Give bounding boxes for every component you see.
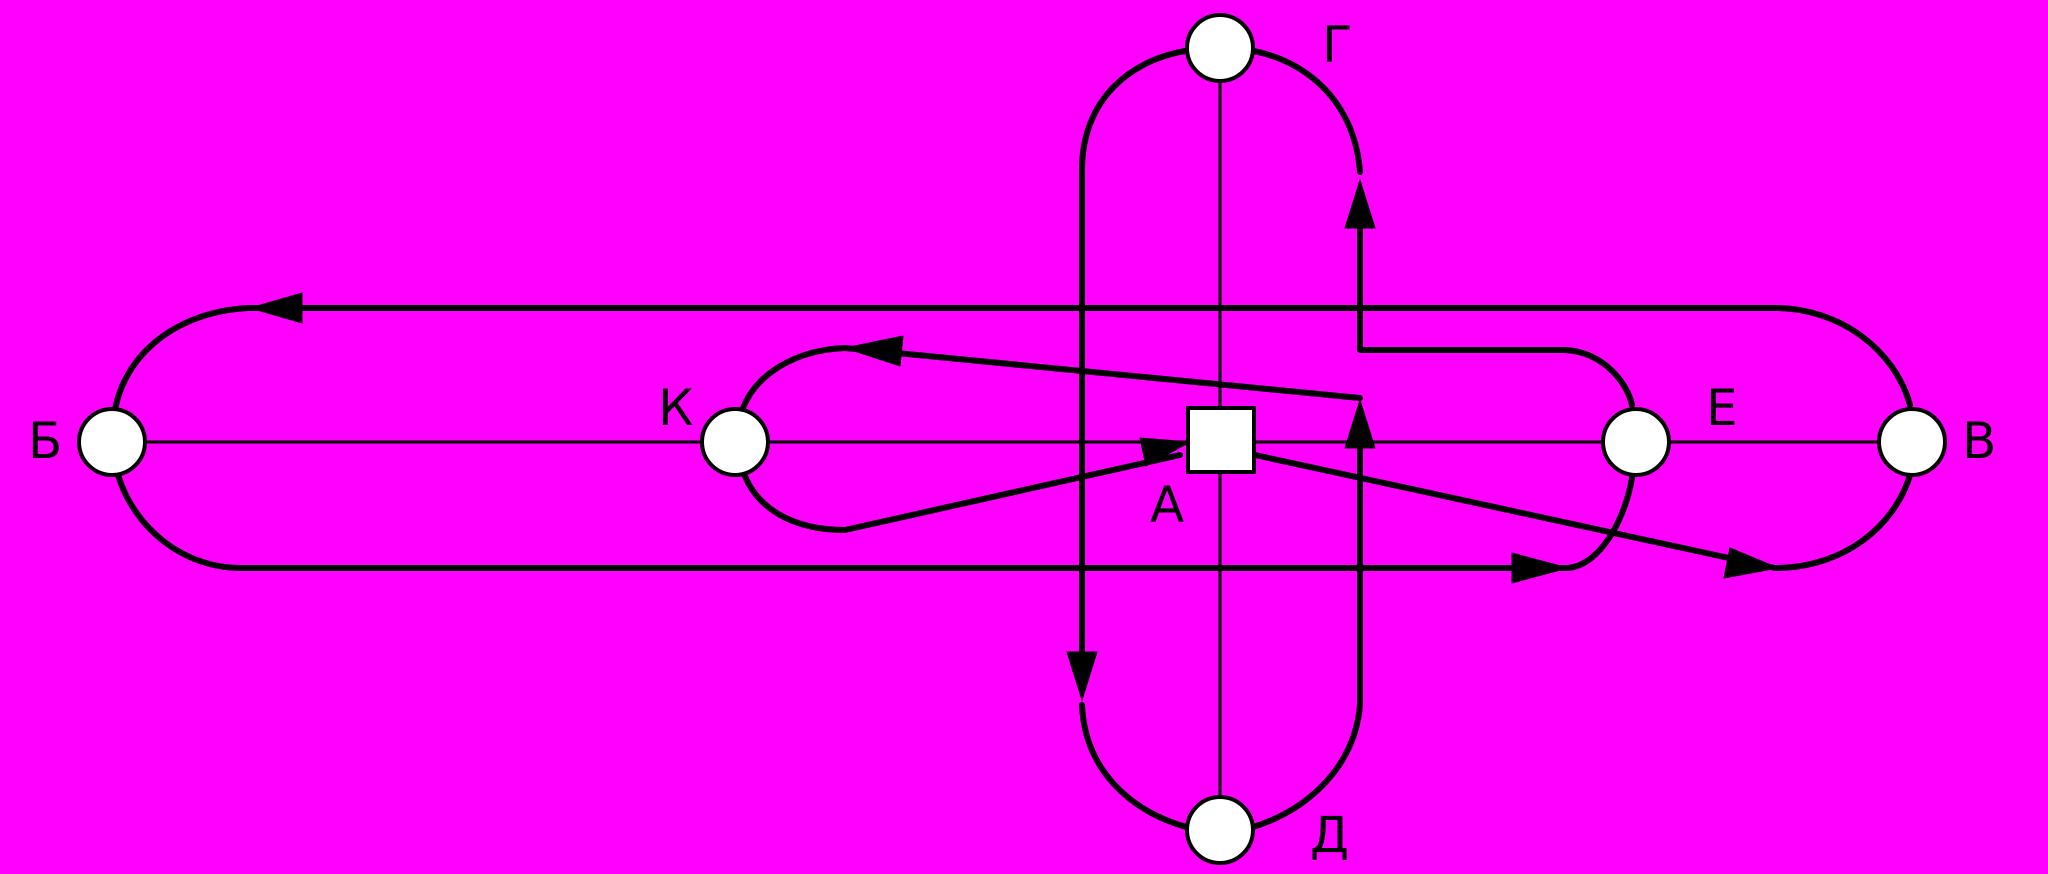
- route-d-loop: [1079, 437, 1363, 831]
- route-a-v: [1252, 452, 1913, 571]
- route-outer-bottom-e: [1565, 475, 1635, 571]
- node-a: [1186, 406, 1256, 474]
- arrowhead-up-g: [1344, 178, 1376, 229]
- label-e: Е: [1706, 379, 1738, 437]
- arrowhead-up-center: [1344, 398, 1376, 449]
- route-inner-bottom: [739, 452, 1183, 533]
- node-v: [1877, 407, 1947, 477]
- node-b: [77, 407, 147, 477]
- route-inner-top: [737, 345, 1363, 423]
- label-d: Д: [1310, 806, 1349, 864]
- node-e: [1601, 407, 1671, 477]
- arrowhead-k-a: [1139, 437, 1192, 467]
- route-outer-left: [112, 305, 251, 571]
- label-a: А: [1150, 476, 1184, 534]
- node-d: [1185, 795, 1255, 865]
- arrowhead-outer-bottom: [1511, 552, 1570, 584]
- route-g-loop: [1079, 47, 1363, 175]
- route-right-upper: [1357, 222, 1635, 408]
- label-k: К: [658, 379, 694, 437]
- arrowhead-outer-top: [248, 292, 303, 324]
- route-outer-top: [247, 305, 1913, 408]
- node-g: [1185, 13, 1255, 83]
- arrowhead-inner-top: [843, 335, 904, 367]
- arrowhead-down-d: [1066, 651, 1098, 702]
- label-g: Г: [1322, 16, 1353, 74]
- label-b: Б: [28, 412, 62, 470]
- label-v: В: [1962, 412, 1996, 470]
- arrowhead-a-v: [1723, 547, 1780, 579]
- node-k: [700, 407, 770, 477]
